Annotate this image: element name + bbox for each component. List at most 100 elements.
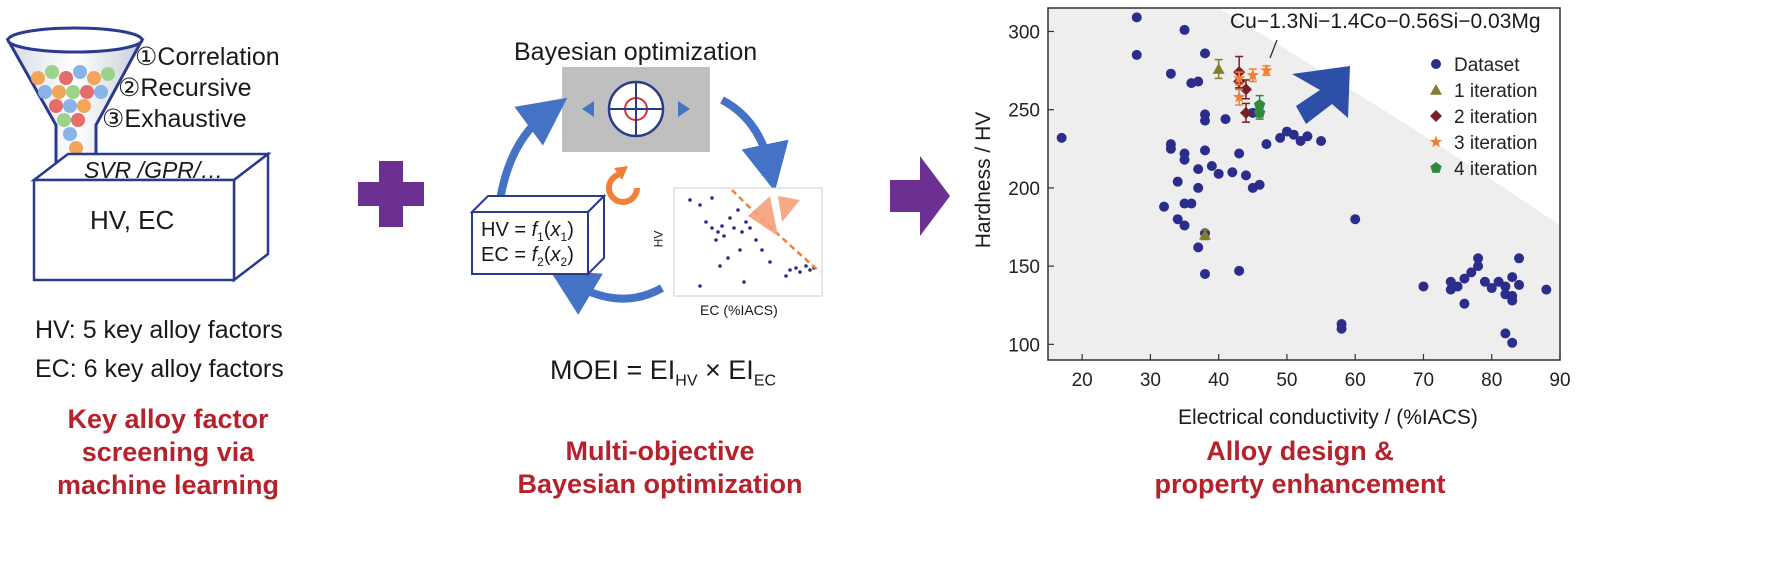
- point-dataset: [1131, 49, 1142, 60]
- inset-xlabel: EC (%IACS): [700, 302, 778, 318]
- point-dataset: [1234, 265, 1245, 276]
- model-x: x: [550, 219, 561, 241]
- point-dataset: [1193, 164, 1204, 175]
- point-dataset: [1500, 328, 1511, 339]
- point-dataset: [1193, 76, 1204, 87]
- improvement-arrow: [1292, 66, 1350, 124]
- caption-line: Bayesian optimization: [517, 469, 803, 499]
- chart-annotation: Cu−1.3Ni−1.4Co−0.56Si−0.03Mg: [1230, 10, 1541, 33]
- y-tick-label: 300: [1008, 22, 1040, 43]
- point-dataset: [1459, 273, 1470, 284]
- point-dataset: [1336, 323, 1347, 334]
- step-exhaustive: ③Exhaustive: [102, 105, 247, 133]
- point-dataset: [1200, 115, 1211, 126]
- point-2-iteration: [1239, 83, 1252, 96]
- point-3-iteration: [1260, 64, 1273, 76]
- annotation-pointer: [1269, 39, 1278, 59]
- x-tick-label: 40: [1208, 370, 1229, 391]
- point-dataset: [1240, 170, 1251, 181]
- point-dataset: [1479, 276, 1490, 287]
- x-tick-label: 70: [1413, 370, 1434, 391]
- legend-marker: [1429, 135, 1443, 148]
- x-tick-label: 90: [1549, 370, 1570, 391]
- y-tick-label: 200: [1008, 179, 1040, 200]
- ec-factors: EC: 6 key alloy factors: [35, 355, 284, 383]
- point-dataset: [1507, 295, 1518, 306]
- legend-label: 2 iteration: [1454, 107, 1537, 128]
- point-1-iteration: [1212, 63, 1225, 74]
- moei-sub-hv: HV: [675, 372, 698, 390]
- pareto-region: [1218, 8, 1560, 226]
- point-4-iteration: [1253, 106, 1266, 118]
- legend-marker: [1430, 84, 1442, 95]
- point-dataset: [1486, 283, 1497, 294]
- caption-screening: Key alloy factor screening via machine l…: [0, 403, 336, 502]
- caption-bayes: Multi-objective Bayesian optimization: [460, 435, 860, 501]
- point-3-iteration: [1246, 68, 1260, 81]
- point-dataset: [1466, 267, 1477, 278]
- point-dataset: [1172, 176, 1183, 187]
- y-tick-label: 150: [1008, 257, 1040, 278]
- model-xsub: 2: [560, 255, 568, 269]
- legend-label: Dataset: [1454, 55, 1520, 76]
- model-ec: EC = f2(x2): [481, 244, 574, 269]
- point-dataset: [1514, 253, 1525, 264]
- point-dataset: [1220, 114, 1231, 125]
- point-dataset: [1206, 161, 1217, 172]
- point-dataset: [1056, 132, 1067, 143]
- model-f: f: [531, 244, 538, 266]
- legend-label: 4 iteration: [1454, 159, 1537, 180]
- legend-marker: [1430, 110, 1442, 122]
- plot-frame: [1047, 7, 1561, 361]
- refresh-icon: [606, 166, 640, 205]
- point-dataset: [1200, 48, 1211, 59]
- point-dataset: [1193, 182, 1204, 193]
- x-tick-label: 50: [1276, 370, 1297, 391]
- point-dataset: [1541, 284, 1552, 295]
- point-dataset: [1227, 167, 1238, 178]
- point-dataset: [1473, 261, 1484, 272]
- x-tick-label: 60: [1345, 370, 1366, 391]
- caption-line: property enhancement: [1154, 469, 1446, 499]
- model-f: f: [531, 219, 538, 241]
- caption-line: screening via: [81, 437, 255, 467]
- y-tick-label: 250: [1008, 101, 1040, 122]
- moei-sub-ec: EC: [753, 372, 777, 390]
- legend-marker: [1430, 162, 1442, 173]
- point-dataset: [1179, 24, 1190, 35]
- point-dataset: [1261, 139, 1272, 150]
- point-2-iteration: [1239, 106, 1252, 119]
- caption-alloy: Alloy design & property enhancement: [1120, 435, 1480, 501]
- point-dataset: [1302, 131, 1313, 142]
- point-dataset: [1507, 272, 1518, 283]
- point-dataset: [1452, 281, 1463, 292]
- x-tick-label: 30: [1140, 370, 1161, 391]
- caption-line: machine learning: [56, 470, 280, 500]
- point-dataset: [1418, 281, 1429, 292]
- box-label: HV, EC: [90, 205, 175, 235]
- inset-scatter: [688, 196, 816, 288]
- point-3-iteration: [1232, 90, 1246, 103]
- model-lhs: EC =: [481, 244, 532, 266]
- model-label: SVR /GPR/…: [84, 157, 224, 183]
- chart-xlabel: Electrical conductivity / (%IACS): [1178, 406, 1478, 429]
- legend-marker: [1431, 59, 1441, 69]
- point-dataset: [1514, 279, 1525, 290]
- caption-line: Key alloy factor: [67, 404, 269, 434]
- point-dataset: [1288, 129, 1299, 140]
- step-recursive: ②Recursive: [118, 74, 252, 102]
- point-dataset: [1254, 179, 1265, 190]
- caption-line: Multi-objective: [565, 436, 755, 466]
- point-dataset: [1507, 337, 1518, 348]
- moei-times: × EI: [697, 355, 754, 385]
- point-dataset: [1165, 143, 1176, 154]
- legend-label: 1 iteration: [1454, 81, 1537, 102]
- point-dataset: [1131, 12, 1142, 23]
- chart-ylabel: Hardness / HV: [972, 111, 995, 249]
- point-dataset: [1193, 242, 1204, 253]
- point-dataset: [1316, 135, 1327, 146]
